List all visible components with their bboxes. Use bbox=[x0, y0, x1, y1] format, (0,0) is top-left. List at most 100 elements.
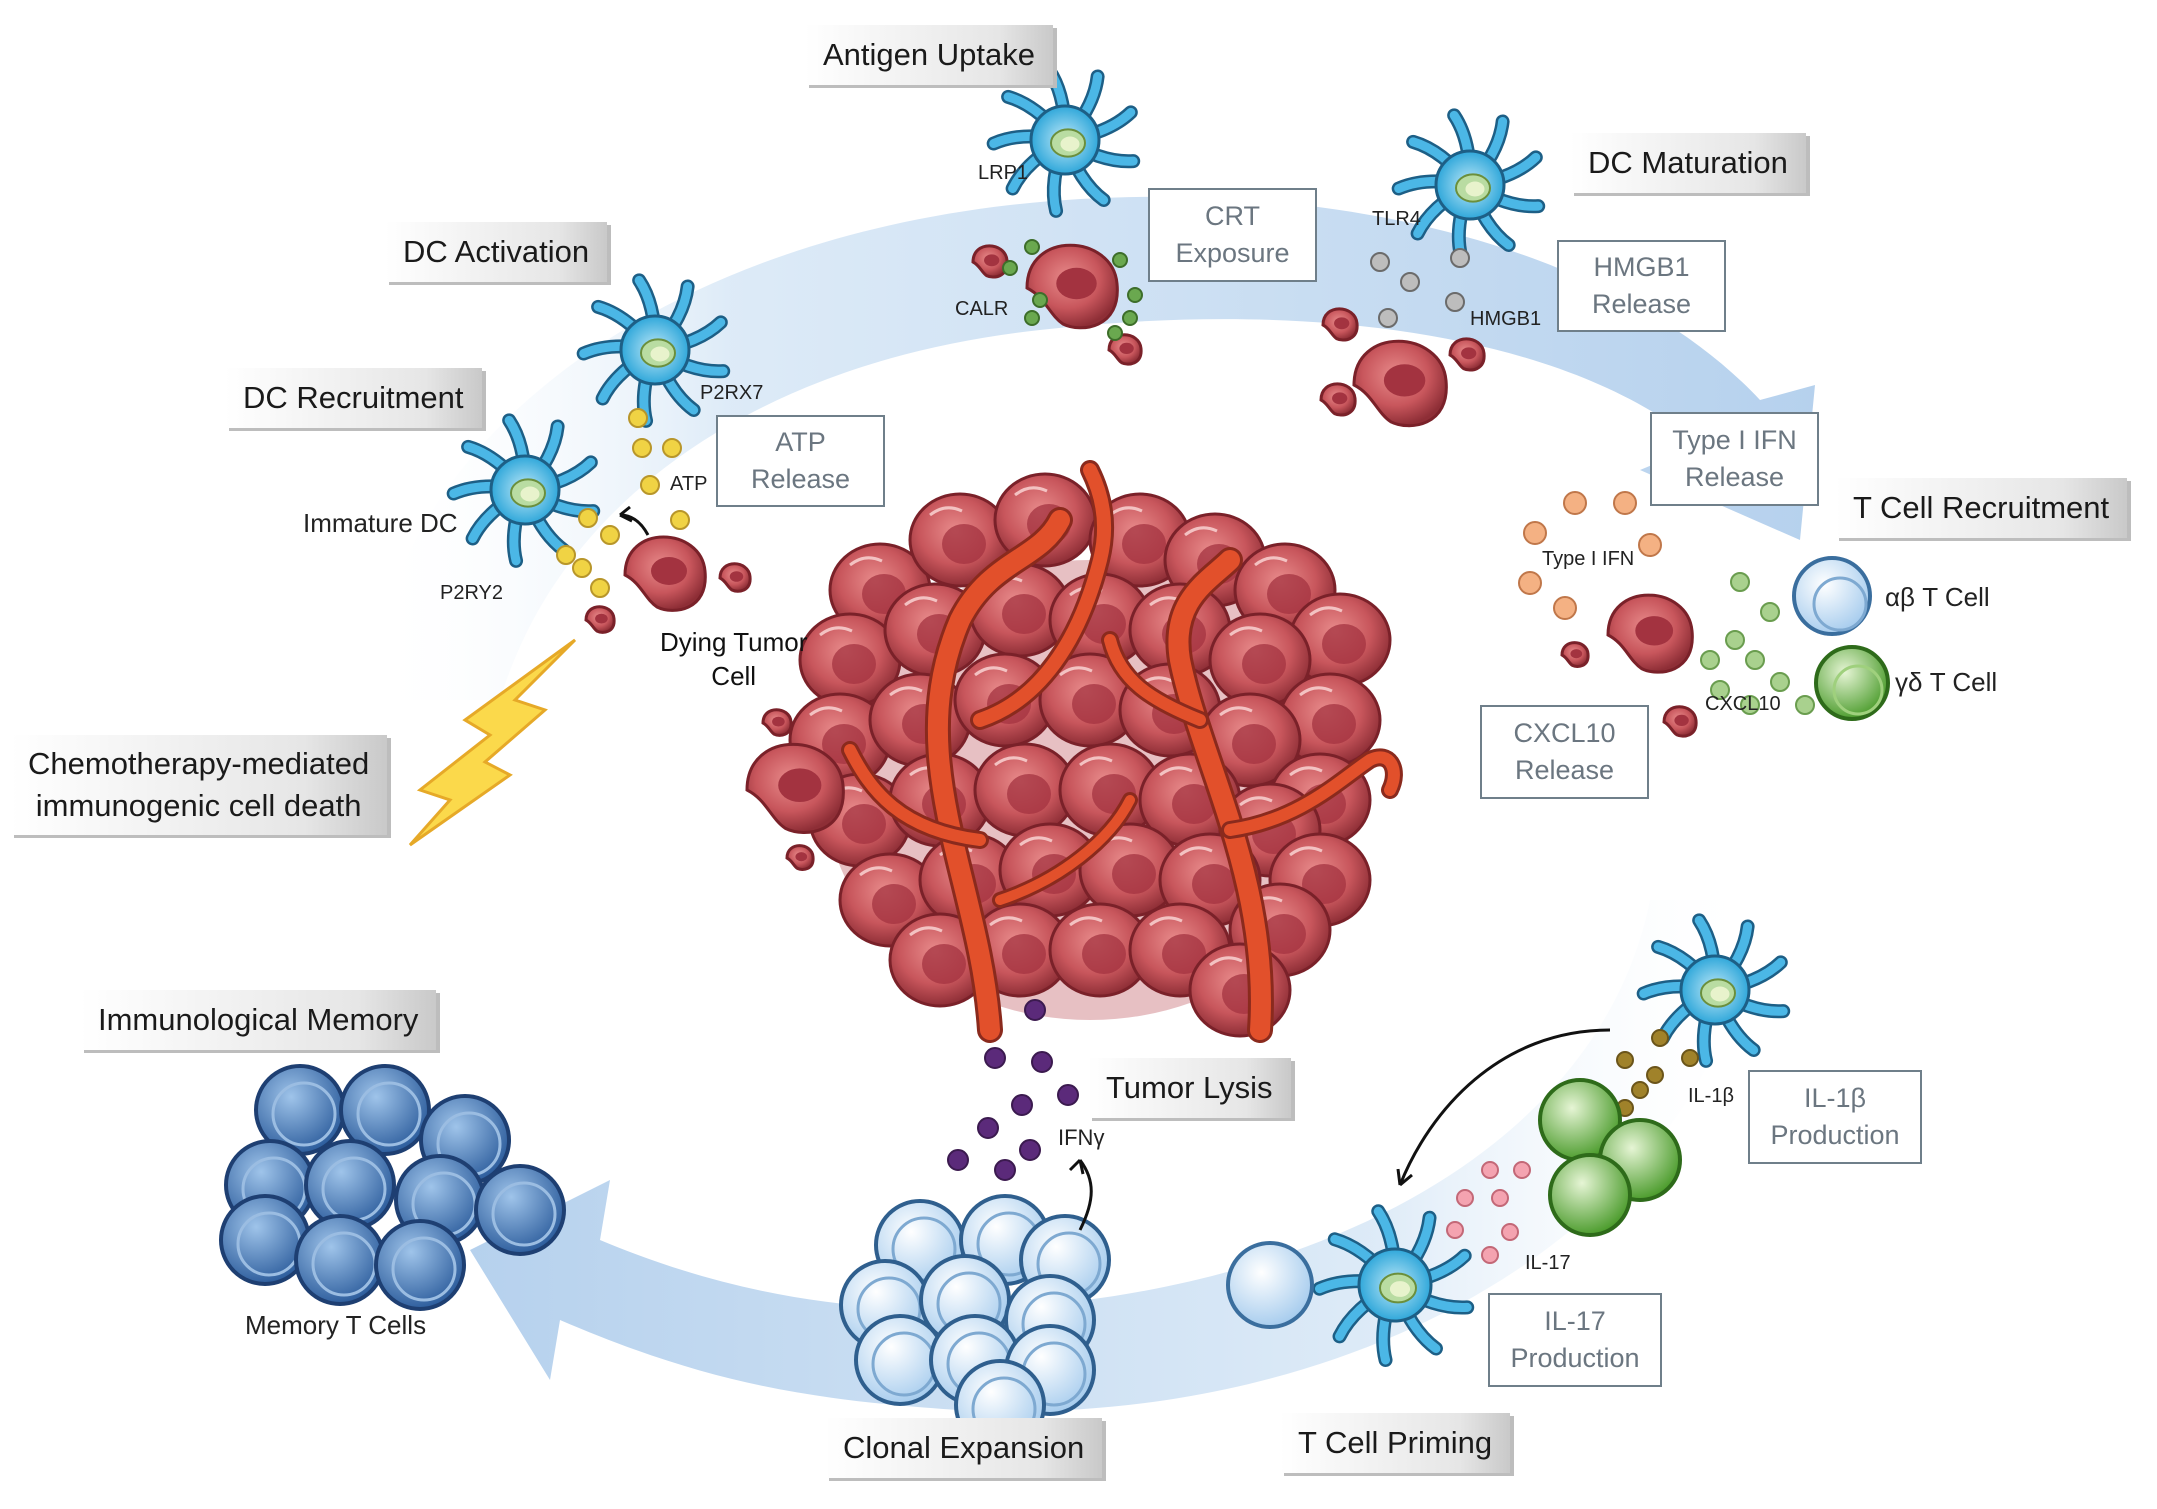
atp-particle bbox=[670, 510, 690, 530]
atp-particle bbox=[632, 438, 652, 458]
label-lrp1: LRP1 bbox=[978, 162, 1029, 184]
chemo-label-line2: immunogenic cell death bbox=[35, 788, 362, 823]
label-gd-t-cell: γδ T Cell bbox=[1895, 667, 1998, 697]
stage-tumor-lysis: Tumor Lysis bbox=[1088, 1058, 1291, 1118]
gd-t-cell-cluster bbox=[1538, 1078, 1682, 1237]
tumor-cell bbox=[908, 492, 1012, 588]
hmgb1-particle bbox=[1400, 272, 1420, 292]
lower-cycle-arrow bbox=[470, 900, 1760, 1412]
ifn-particle bbox=[1518, 571, 1542, 595]
lightning-bolt-icon bbox=[408, 638, 577, 847]
blood-vessels bbox=[841, 460, 1403, 1043]
dc-activation bbox=[576, 273, 731, 428]
calr-particle bbox=[1127, 287, 1143, 303]
memory-t-cell bbox=[374, 1219, 466, 1311]
ifn-particle bbox=[1613, 491, 1637, 515]
calr-particle bbox=[1122, 310, 1138, 326]
tumor-fragment bbox=[1448, 337, 1486, 372]
ifn-particle bbox=[1553, 596, 1577, 620]
label-immature-dc: Immature DC bbox=[303, 508, 458, 538]
cxcl10-particle bbox=[1740, 695, 1760, 715]
dc-antigen-uptake bbox=[986, 63, 1141, 218]
ifn-particle bbox=[1523, 521, 1547, 545]
ifng-particle bbox=[994, 1159, 1016, 1181]
tumor-cell bbox=[1048, 902, 1152, 998]
tumor-fragment bbox=[1662, 705, 1698, 738]
memory-t-cells bbox=[219, 1064, 566, 1311]
label-calr: CALR bbox=[955, 298, 1009, 320]
tumor-fragment bbox=[1321, 307, 1359, 342]
tumor-fragment bbox=[1319, 382, 1357, 417]
hmgb1-particle bbox=[1370, 252, 1390, 272]
calr-particle bbox=[1107, 325, 1123, 341]
tumor-fragment bbox=[761, 708, 793, 737]
hmgb1-particle bbox=[1445, 292, 1465, 312]
label-type-i-ifn: Type I IFN bbox=[1542, 548, 1635, 570]
naive-t-cell bbox=[1226, 1241, 1314, 1329]
ifng-particle bbox=[977, 1117, 999, 1139]
hmgb1-particle bbox=[1378, 308, 1398, 328]
il17-particle bbox=[1513, 1161, 1531, 1179]
dying-cell-ifn bbox=[1606, 593, 1694, 674]
calr-particle bbox=[1032, 292, 1048, 308]
label-memory-t-cells: Memory T Cells bbox=[245, 1310, 427, 1340]
il1b-particle bbox=[1646, 1066, 1664, 1084]
calr-particle bbox=[1024, 239, 1040, 255]
gd-t-cell bbox=[1814, 645, 1890, 721]
atp-particle bbox=[578, 508, 598, 528]
ifng-particle bbox=[984, 1047, 1006, 1069]
cxcl10-particle bbox=[1745, 650, 1765, 670]
tumor-fragment bbox=[584, 605, 616, 634]
atp-particle bbox=[572, 558, 592, 578]
il1b-particle bbox=[1616, 1051, 1634, 1069]
curved-arrows bbox=[619, 505, 1611, 1231]
dc-maturation bbox=[1391, 108, 1546, 263]
ifng-particle bbox=[1019, 1139, 1041, 1161]
chemo-label: Chemotherapy-mediated immunogenic cell d… bbox=[10, 735, 388, 835]
signal-particles bbox=[556, 239, 1815, 1264]
ifng-particle bbox=[1024, 999, 1046, 1021]
stage-dc-maturation: DC Maturation bbox=[1570, 133, 1806, 193]
dying-cell-hmgb1 bbox=[1352, 339, 1448, 428]
label-cxcl10: CXCL10 bbox=[1705, 693, 1781, 715]
il17-particle bbox=[1481, 1161, 1499, 1179]
memory-t-cell bbox=[294, 1214, 386, 1306]
calr-particle bbox=[1002, 260, 1018, 276]
label-hmgb1: HMGB1 bbox=[1470, 308, 1542, 330]
tumor-cell bbox=[1208, 612, 1312, 708]
il1b-particle bbox=[1651, 1029, 1669, 1047]
il17-particle bbox=[1501, 1223, 1519, 1241]
cxcl10-particle bbox=[1795, 695, 1815, 715]
dying-cell-left bbox=[745, 743, 845, 834]
hmgb1-particle bbox=[1450, 248, 1470, 268]
ab-t-cell bbox=[1792, 556, 1872, 636]
memory-t-cell bbox=[474, 1164, 566, 1256]
memory-t-cell bbox=[339, 1064, 431, 1156]
label-ab-t-cell: αβ T Cell bbox=[1885, 582, 1990, 612]
chemo-label-line1: Chemotherapy-mediated bbox=[28, 746, 370, 781]
tumor-fragment bbox=[785, 844, 815, 871]
stage-dc-activation: DC Activation bbox=[385, 222, 608, 282]
il17-particle bbox=[1481, 1246, 1499, 1264]
atp-particle bbox=[640, 475, 660, 495]
label-tlr4: TLR4 bbox=[1372, 208, 1421, 230]
atp-particle bbox=[628, 408, 648, 428]
upper-cycle-arrow bbox=[370, 196, 1815, 700]
atp-particle bbox=[662, 438, 682, 458]
ifn-particle bbox=[1563, 491, 1587, 515]
dying-cell-crt bbox=[1025, 243, 1119, 330]
cxcl10-particle bbox=[1710, 680, 1730, 700]
dying-cell-atp bbox=[623, 535, 707, 612]
label-il1b: IL-1β bbox=[1688, 1085, 1734, 1107]
tumor-cell bbox=[1198, 692, 1302, 788]
atp-particle bbox=[556, 545, 576, 565]
ifn-particle bbox=[1638, 533, 1662, 557]
label-p2ry2: P2RY2 bbox=[440, 582, 504, 604]
